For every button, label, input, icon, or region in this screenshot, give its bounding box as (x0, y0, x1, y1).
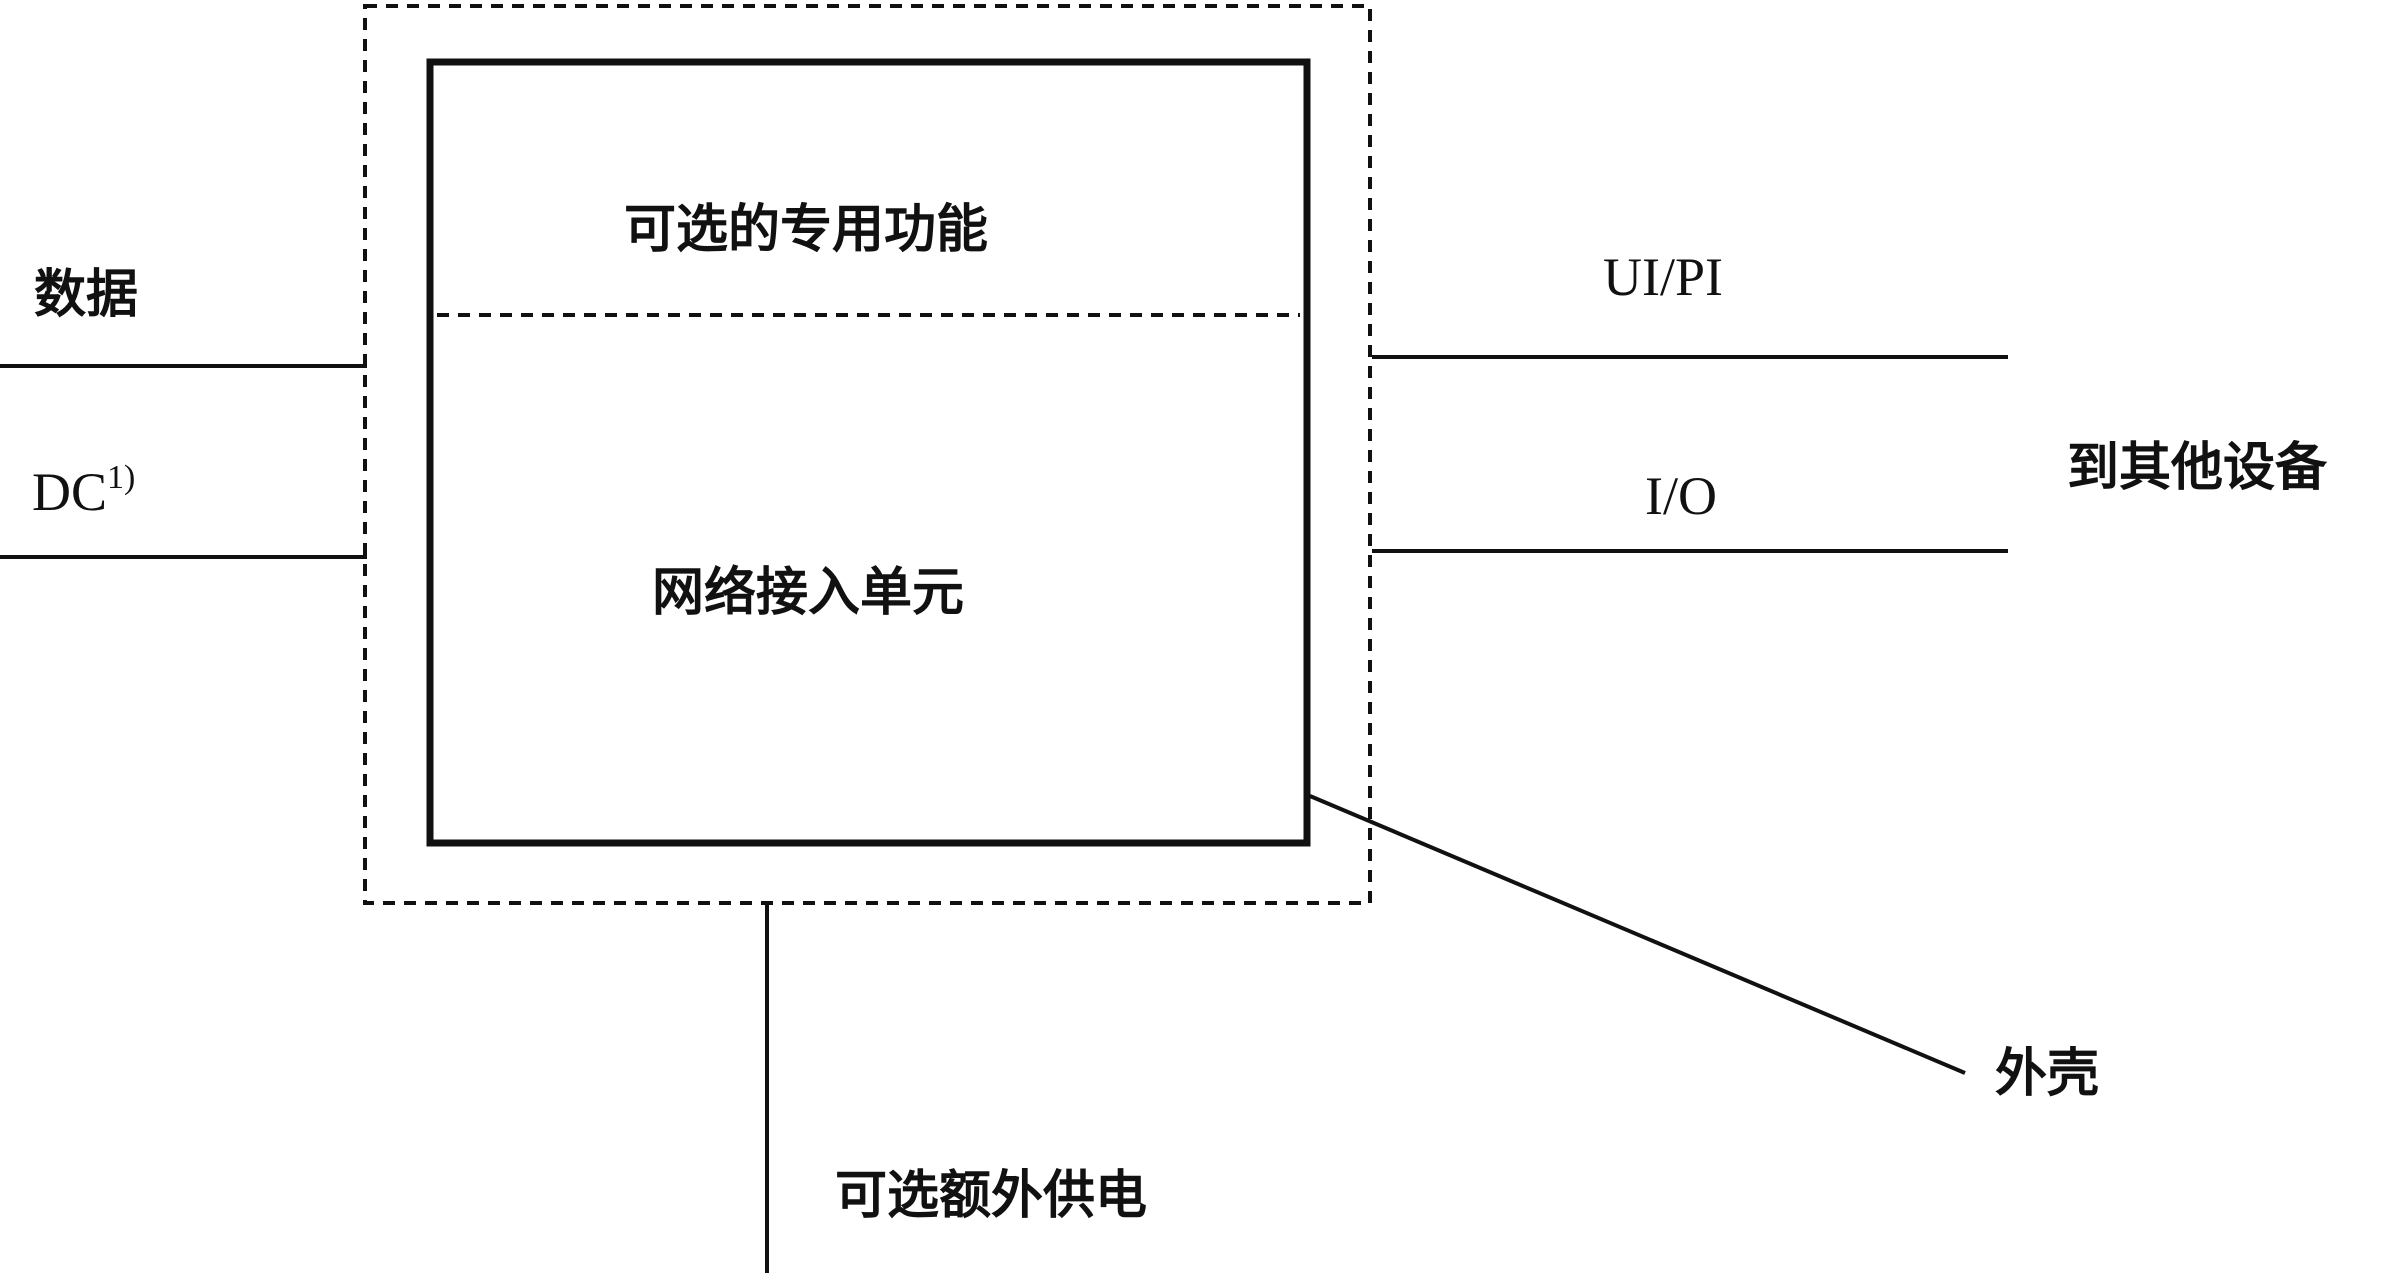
enclosure-dashed-boundary (363, 4, 1372, 905)
optional-extra-power-label: 可选额外供电 (835, 1166, 1147, 1226)
unit-box (426, 58, 1311, 847)
network-access-unit-label: 网络接入单元 (652, 563, 964, 623)
dc-superscript: 1) (107, 459, 135, 496)
data-label: 数据 (34, 265, 138, 325)
io-label: I/O (1645, 466, 1717, 526)
enclosure-label: 外壳 (1995, 1044, 2099, 1104)
enclosure-leader-line (1309, 794, 1966, 1075)
optional-dedicated-function-label: 可选的专用功能 (624, 200, 988, 260)
to-other-devices-label: 到其他设备 (2067, 438, 2328, 498)
uipi-label: UI/PI (1603, 247, 1723, 307)
dc-label: DC1) (32, 459, 135, 522)
dc-label-text: DC (32, 462, 107, 522)
